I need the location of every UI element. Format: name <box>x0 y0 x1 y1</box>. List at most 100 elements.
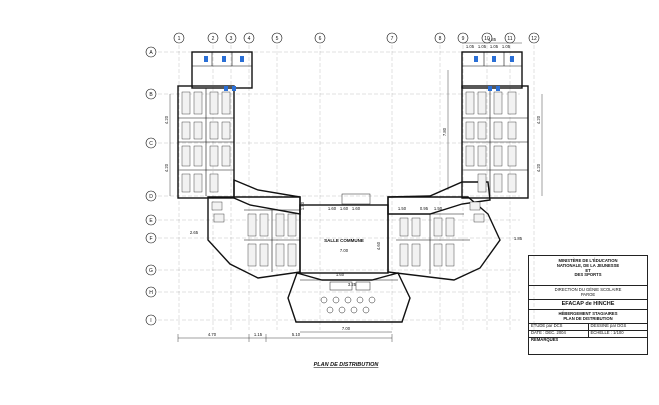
axis-label: B <box>149 92 153 98</box>
dimension-center-top-3: 1.60 <box>352 206 361 211</box>
title-block-remarques: REMARQUES <box>531 337 559 342</box>
title-block-project: EFACAP de HINCHE <box>529 300 647 310</box>
toilet-icon <box>204 56 208 62</box>
direction-line-2: PAROE <box>580 291 596 297</box>
column-axis-8: 8 <box>434 32 446 330</box>
axis-label: 10 <box>484 36 490 42</box>
title-block-direction: DIRECTION DU GÉNIE SCOLAIRE PAROE <box>529 286 647 300</box>
axis-label: G <box>149 268 153 274</box>
bunk-beds <box>181 91 517 267</box>
dimension-center-top-2: 1.60 <box>340 206 349 211</box>
row-axis-g: G <box>145 264 520 276</box>
dimension-center-width: 7.00 <box>340 248 349 253</box>
dimension-bottom-1: 4.70 <box>208 332 217 337</box>
title-block-authors: ÉTUDE par DCS DESSINÉ par DGS <box>529 323 648 331</box>
title-block-date-scale: DATE : DEC. 2004 ÉCHELLE : 1/100 <box>529 330 648 338</box>
right-lower-wall <box>387 196 501 281</box>
dimension-corridor-1: 1.50 <box>398 206 407 211</box>
column-axis-11: 11 <box>504 32 516 330</box>
toilet-icon <box>510 56 514 62</box>
dimension-center-right: 4.60 <box>376 241 381 250</box>
plan-title: PLAN DE DISTRIBUTION <box>314 362 380 368</box>
toilet-icon <box>474 56 478 62</box>
interior-partitions <box>178 52 528 281</box>
dimension-bottom-3: 5.10 <box>292 332 301 337</box>
dimension-top-right-total: 4.85 <box>488 37 497 42</box>
dimension-top-right-1: 1.05 <box>466 44 475 49</box>
sink-icon <box>496 86 500 91</box>
sheet-title-line-1: HÉBERGEMENT STAGIAIRES <box>558 311 618 316</box>
column-axes: 1 2 3 4 5 6 7 8 9 10 11 12 <box>173 32 540 330</box>
left-lower-wall <box>207 196 301 279</box>
axis-label: 6 <box>319 36 322 42</box>
dimension-corridor-left: 1.80 <box>300 201 305 210</box>
dimension-lines <box>169 42 543 342</box>
drawing-date: DATE : DEC. 2004 <box>531 330 566 335</box>
title-block-ministry: MINISTÈRE DE L'ÉDUCATION NATIONALE, DE L… <box>529 256 647 286</box>
dimension-bottom-total: 7.00 <box>342 326 351 331</box>
dimension-top-right-4: 1.05 <box>502 44 511 49</box>
column-axis-5: 5 <box>271 32 283 330</box>
row-axis-c: C <box>145 137 520 149</box>
dimension-right-mid: 7.80 <box>442 127 447 136</box>
dessine-par: DESSINÉ par DGS <box>587 323 648 330</box>
column-axis-12: 12 <box>528 32 540 330</box>
row-axis-b: B <box>145 88 520 100</box>
axis-label: F <box>149 236 152 242</box>
etude-par: ÉTUDE par DCS <box>531 323 563 328</box>
left-sanitary-wall <box>191 51 253 89</box>
axis-label: 9 <box>462 36 465 42</box>
lobby-wall <box>287 272 411 323</box>
axis-label: E <box>149 218 153 224</box>
row-axis-e: E <box>145 214 520 226</box>
sink-icon <box>224 86 228 91</box>
drawing-scale: ÉCHELLE : 1/100 <box>587 330 648 337</box>
axis-label: 7 <box>391 36 394 42</box>
axis-label: 12 <box>531 36 537 42</box>
axis-label: C <box>149 141 153 147</box>
row-axis-a: A <box>145 46 520 58</box>
sanitary-fixtures <box>204 56 514 91</box>
axis-label: 5 <box>276 36 279 42</box>
axis-label: 2 <box>212 36 215 42</box>
lobby-furniture <box>320 193 376 314</box>
dimension-bottom-2: 1.15 <box>254 332 263 337</box>
row-axis-f: F <box>145 232 520 244</box>
axis-label: 11 <box>507 36 512 42</box>
toilet-icon <box>240 56 244 62</box>
dimension-lobby-1: 1.60 <box>336 272 345 277</box>
axis-label: I <box>150 318 151 324</box>
direction-line-1: DIRECTION DU GÉNIE SCOLAIRE <box>554 287 622 292</box>
title-block: MINISTÈRE DE L'ÉDUCATION NATIONALE, DE L… <box>528 255 648 355</box>
column-axis-3: 3 <box>225 32 237 330</box>
dimension-left-2: 4.20 <box>164 163 169 172</box>
column-axis-4: 4 <box>243 32 255 330</box>
toilet-icon <box>492 56 496 62</box>
sheet-title-line-2: PLAN DE DISTRIBUTION <box>563 315 613 321</box>
ministry-line-2: NATIONALE, DE LA JEUNESSE <box>556 262 620 268</box>
dimension-top-right-3: 1.05 <box>490 44 499 49</box>
sink-icon <box>232 86 236 91</box>
dimension-right-2: 4.20 <box>536 163 541 172</box>
ministry-line-4: DES SPORTS <box>574 272 602 278</box>
row-axes: A B C D E F G H I <box>145 46 520 326</box>
title-block-sheet-title: HÉBERGEMENT STAGIAIRES PLAN DE DISTRIBUT… <box>529 310 647 324</box>
column-axis-2: 2 <box>207 32 219 330</box>
dimension-left-wing: 2.65 <box>190 230 199 235</box>
room-label-salle-commune: SALLE COMMUNE <box>324 238 364 243</box>
axis-label: 4 <box>248 36 251 42</box>
column-axis-1: 1 <box>173 32 185 330</box>
ministry-line-3: ET <box>585 267 591 273</box>
row-axis-i: I <box>145 314 520 326</box>
ministry-line-1: MINISTÈRE DE L'ÉDUCATION <box>558 258 618 263</box>
dimension-corridor-3: 1.50 <box>434 206 443 211</box>
dimension-right-wing: 1.85 <box>514 236 523 241</box>
dimension-corridor-2: 0.95 <box>420 206 429 211</box>
dimension-top-right-2: 1.05 <box>478 44 487 49</box>
axis-label: D <box>149 194 153 200</box>
dimension-right-1: 4.20 <box>536 115 541 124</box>
row-axis-d: D <box>145 190 520 202</box>
axis-label: 8 <box>439 36 442 42</box>
